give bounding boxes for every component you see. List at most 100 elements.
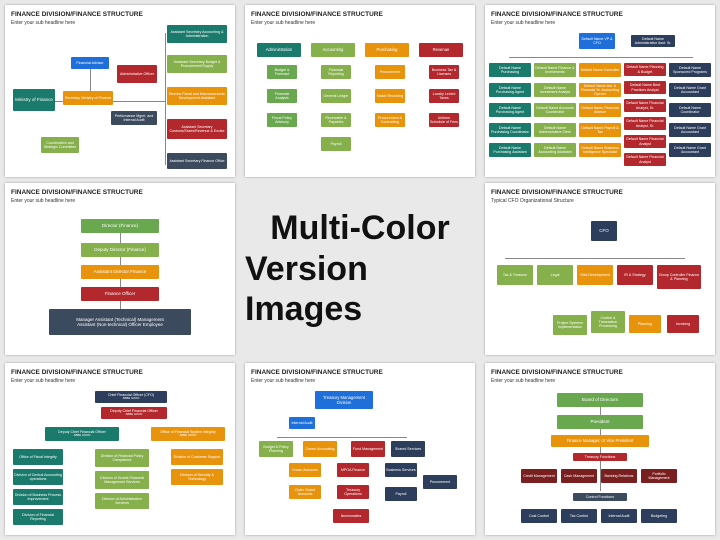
- org-box: Match Receiving: [375, 89, 405, 103]
- org-box: Default Name Financial Analyst, Sr.: [624, 99, 666, 112]
- connector: [90, 67, 91, 101]
- org-box: Assistant Secretary Budget & Procurement…: [167, 55, 227, 73]
- org-box: Credit Management: [521, 469, 557, 483]
- org-box: Division of Financial Reporting: [13, 509, 63, 525]
- org-box: Assistant Secretary Finance Office: [167, 153, 227, 169]
- org-box: Secretary Ministry of Finance: [63, 91, 113, 105]
- org-box: Portfolio Management: [641, 469, 677, 483]
- org-box: Default Name Administrative Clerk: [534, 123, 576, 137]
- org-box: Treasury Management Division: [315, 391, 373, 409]
- org-box: Division of Customer Support: [171, 449, 223, 465]
- org-box: Director Fiscal and Macroeconomic Develo…: [167, 87, 227, 105]
- org-box: Crown Accounts: [289, 463, 321, 477]
- org-box: Control Functions: [573, 493, 627, 501]
- org-box: Cost Control: [521, 509, 557, 523]
- thumbnail-slide-1[interactable]: FINANCE DIVISION/FINANCE STRUCTURE Enter…: [5, 5, 235, 177]
- org-box: Default Name Investment Analyst: [534, 83, 576, 97]
- org-box: Default Name Business Intelligence Speci…: [579, 143, 621, 157]
- org-box: Planning: [629, 315, 661, 333]
- org-box: Default Name Coordinator: [669, 103, 711, 117]
- connector: [600, 407, 601, 491]
- slide-subtitle: Enter your sub headline here: [491, 378, 556, 384]
- org-box: Deputy Chief Financial Officer ABBE GOOD: [45, 427, 119, 441]
- thumbnail-slide-4[interactable]: FINANCE DIVISION/FINANCE STRUCTURE Enter…: [5, 183, 235, 355]
- org-box: Business Services: [385, 463, 417, 477]
- slide-subtitle: Enter your sub headline here: [11, 378, 76, 384]
- org-box: Procurement: [375, 65, 405, 79]
- box-title: Deputy Chief Financial Officer: [58, 430, 106, 435]
- org-box: Finance Manager, or Vice President: [551, 435, 649, 447]
- connector: [165, 33, 166, 165]
- thumbnail-slide-6[interactable]: FINANCE DIVISION/FINANCE STRUCTURE Enter…: [5, 363, 235, 535]
- org-box: Invoicing: [667, 315, 699, 333]
- box-name: ABBE GOOD: [73, 433, 91, 438]
- org-box: General Ledger: [321, 89, 351, 103]
- org-box: Default Name Sponsored Programs: [669, 63, 711, 77]
- org-box: Numismatics: [333, 509, 369, 523]
- org-box: Legal: [537, 265, 573, 285]
- slide-title: FINANCE DIVISION/FINANCE STRUCTURE: [491, 11, 623, 18]
- org-box: Default Name Planning & Budget: [624, 63, 666, 76]
- center-heading: Multi-Color Version Images: [245, 183, 475, 355]
- org-box: IR & Strategy: [617, 265, 653, 285]
- org-box: Procurement: [423, 475, 457, 489]
- step-box: Finance Officer: [81, 287, 159, 301]
- slide-title: FINANCE DIVISION/FINANCE STRUCTURE: [251, 369, 383, 376]
- org-box: Ministry of Finance: [13, 89, 55, 111]
- box-title: Deputy Chief Financial Officer: [110, 409, 158, 414]
- org-box: Assistant Secretary Customs/Taxes/Revenu…: [167, 119, 227, 139]
- heading-line-2: Version Images: [245, 249, 368, 329]
- thumbnail-slide-3[interactable]: FINANCE DIVISION/FINANCE STRUCTURE Enter…: [485, 5, 715, 177]
- connector: [509, 57, 693, 58]
- org-box: Chief Financial Officer (CFO) ABBE GOOD: [95, 391, 167, 403]
- org-box: President: [557, 415, 643, 429]
- org-box: Board of Directors: [557, 393, 643, 407]
- org-box: Financial Reporting: [321, 65, 351, 79]
- org-box: Default Name Purchasing: [489, 63, 531, 77]
- org-box: Default Name Best Practices Analyst: [624, 81, 666, 94]
- org-box: Crown Accounting: [303, 441, 337, 457]
- box-title: Chief Financial Officer (CFO): [107, 393, 155, 398]
- heading-line-1: Multi-Color: [270, 208, 450, 247]
- org-box: Default Name Financial Advisor: [579, 103, 621, 117]
- thumbnail-slide-5[interactable]: FINANCE DIVISION/FINANCE STRUCTURE Typic…: [485, 183, 715, 355]
- org-box: Deputy Chief Financial Officer ABBE GOOD: [101, 407, 167, 419]
- org-box: CFO: [591, 221, 617, 241]
- slide-title: FINANCE DIVISION/FINANCE STRUCTURE: [491, 189, 623, 196]
- org-box: Outer Grand Accounts: [289, 485, 321, 499]
- slide-subtitle: Enter your sub headline here: [491, 20, 556, 26]
- org-box: Payroll: [321, 137, 351, 151]
- org-box: Cash Management: [561, 469, 597, 483]
- org-box: Internal Audit: [289, 417, 315, 429]
- org-box: Banking Relations: [601, 469, 637, 483]
- org-box: Fund Management: [351, 441, 385, 457]
- box-name: ABBE GOOD: [125, 412, 143, 417]
- org-box: Performance Mgmt. and Internal Audit: [111, 111, 157, 125]
- slide-subtitle: Enter your sub headline here: [11, 198, 76, 204]
- org-box: Default Name Ast. & Financial Sr. Accoun…: [579, 83, 621, 97]
- thumbnail-slide-7[interactable]: FINANCE DIVISION/FINANCE STRUCTURE Enter…: [245, 363, 475, 535]
- org-box: Budgeting: [641, 509, 677, 523]
- org-box: Division of Financial Policy Compliance: [95, 449, 149, 467]
- org-box: Administrative Officer: [117, 65, 157, 83]
- org-box: Default Name Administrative Asst. Sr.: [631, 35, 675, 47]
- org-box: Default Name Purchasing Agent: [489, 103, 531, 117]
- slide-subtitle: Enter your sub headline here: [251, 378, 316, 384]
- connector: [277, 437, 407, 438]
- column-head: Purchasing: [365, 43, 409, 57]
- org-box: Default Name Purchasing Coordinator: [489, 123, 531, 137]
- org-box: Tax Control: [561, 509, 597, 523]
- org-box: Assistant Secretary Accounting & Adminis…: [167, 25, 227, 43]
- org-box: Default Name Financial Analyst: [624, 153, 666, 166]
- org-box: Treasury Operations: [337, 485, 369, 499]
- org-box: Receivable & Payables: [321, 113, 351, 127]
- step-box: Deputy Director (Finance): [81, 243, 159, 257]
- org-box: Division of Grants Financial Management …: [95, 471, 149, 489]
- thumbnail-slide-2[interactable]: FINANCE DIVISION/FINANCE STRUCTURE Enter…: [245, 5, 475, 177]
- thumbnail-slide-8[interactable]: FINANCE DIVISION/FINANCE STRUCTURE Enter…: [485, 363, 715, 535]
- org-box: Tax & Treasure: [497, 265, 533, 285]
- org-box: Default Name Grant Accountant: [669, 123, 711, 137]
- org-box: Budget & Policy Planning: [259, 441, 293, 457]
- org-box: Default Name Accounting Assistant: [534, 143, 576, 157]
- org-box: Locally Levied Taxes: [429, 89, 459, 103]
